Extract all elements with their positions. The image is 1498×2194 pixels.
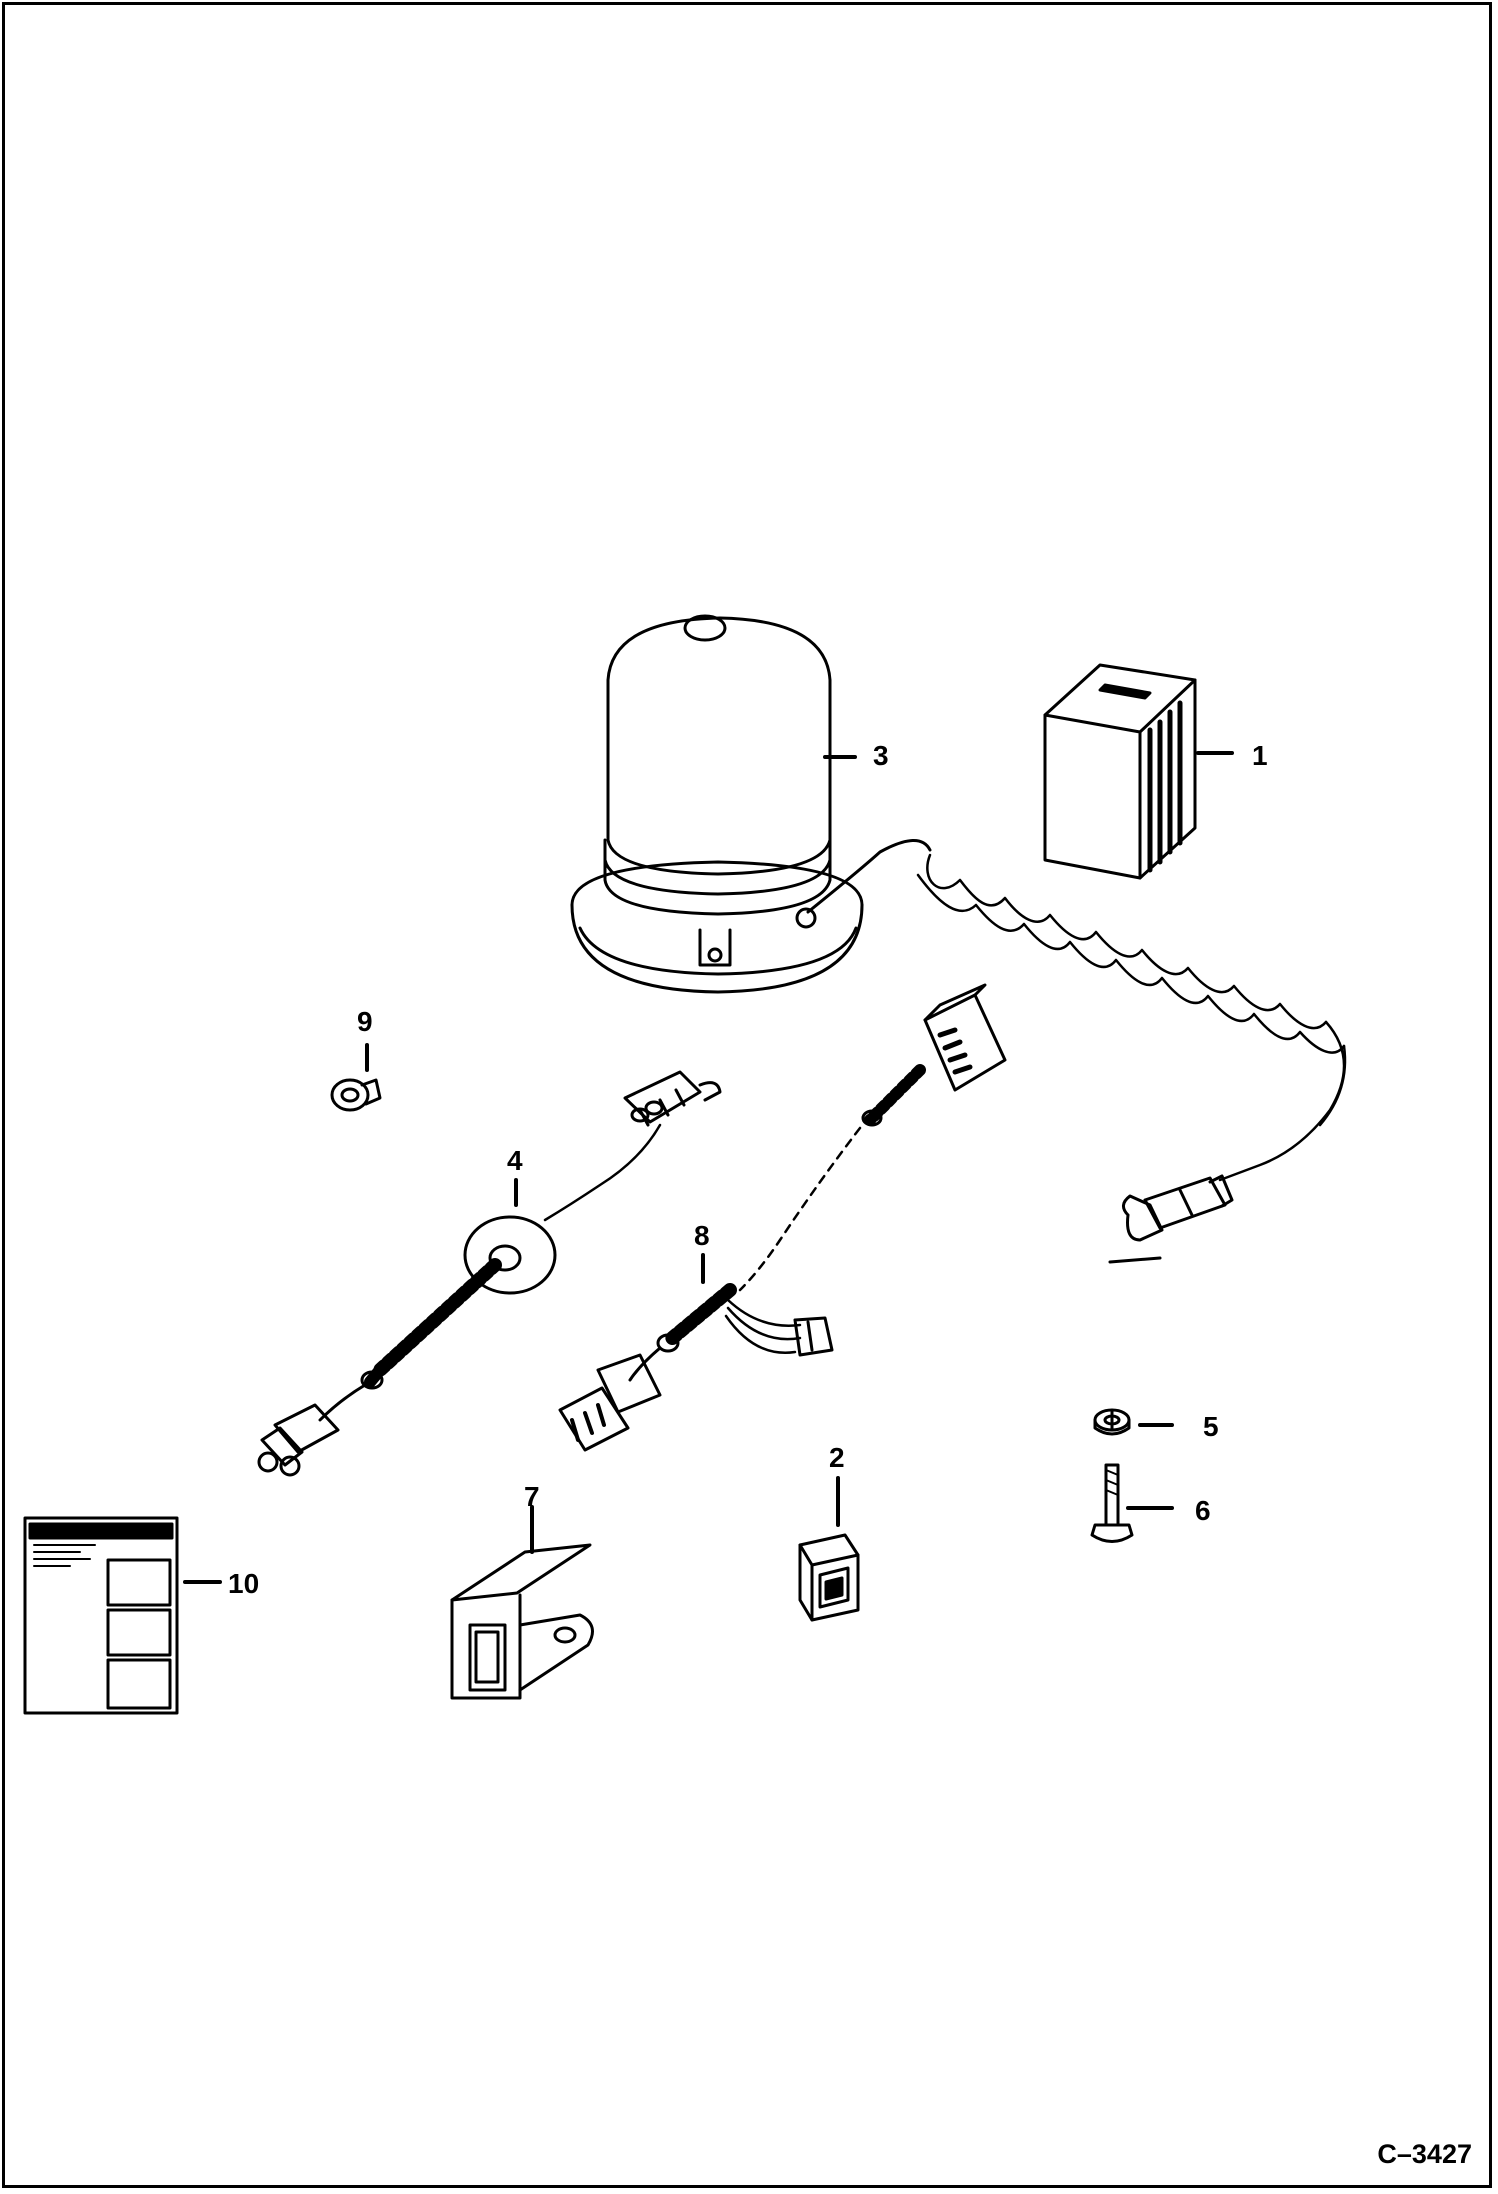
callout-5: 5 (1203, 1411, 1219, 1442)
callout-4: 4 (507, 1145, 523, 1176)
beacon-lamp (570, 614, 932, 994)
callout-8: 8 (694, 1220, 710, 1251)
harness-4 (257, 1070, 722, 1477)
decal-box (1043, 663, 1197, 880)
bracket (450, 1543, 594, 1700)
callout-1: 1 (1252, 740, 1268, 771)
leader-lines (183, 751, 1234, 1584)
bolt (1090, 1463, 1134, 1543)
callout-9: 9 (357, 1006, 373, 1037)
cord-plug (1108, 1174, 1234, 1264)
callout-3: 3 (873, 740, 889, 771)
small-grommet (330, 1078, 382, 1112)
callout-7: 7 (524, 1481, 540, 1512)
harness-8 (558, 983, 1007, 1452)
coiled-cord (916, 853, 1347, 1182)
callout-6: 6 (1195, 1495, 1211, 1526)
switch (798, 1533, 860, 1622)
callout-10: 10 (228, 1568, 260, 1599)
instruction-sheet (23, 1516, 179, 1715)
callout-2: 2 (829, 1442, 845, 1473)
nut (1093, 1408, 1131, 1436)
figure-code: C–3427 (1377, 2139, 1472, 2169)
